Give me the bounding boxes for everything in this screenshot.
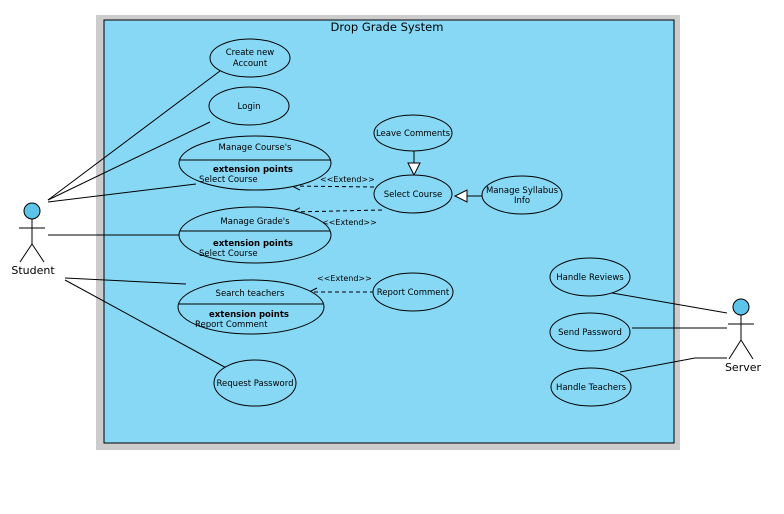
- server-right-leg: [740, 339, 754, 360]
- system-boundary: Drop Grade System: [96, 15, 680, 450]
- student-label: Student: [11, 264, 55, 277]
- use-case-login[interactable]: Login: [208, 86, 290, 126]
- student-head-icon: [23, 202, 41, 220]
- extend-label-search: <<Extend>>: [317, 274, 372, 283]
- handle-reviews-label: Handle Reviews: [556, 273, 624, 283]
- create-account-line2: Account: [233, 59, 268, 69]
- manage-courses-ext-point: Select Course: [199, 175, 258, 185]
- server-label: Server: [725, 361, 762, 374]
- leave-comments-label: Leave Comments: [376, 129, 451, 139]
- use-case-request-password[interactable]: Request Password: [213, 359, 297, 407]
- handle-teachers-label: Handle Teachers: [556, 383, 627, 393]
- request-password-label: Request Password: [217, 379, 294, 389]
- use-case-manage-syllabus[interactable]: Manage Syllabus Info: [481, 175, 563, 215]
- use-case-report-comment[interactable]: Report Comment: [372, 272, 454, 312]
- use-case-search-teachers[interactable]: Search teachers extension points Report …: [177, 279, 325, 335]
- login-label: Login: [238, 102, 261, 112]
- report-comment-label: Report Comment: [377, 288, 450, 298]
- actor-server[interactable]: Server: [725, 298, 762, 374]
- server-head-icon: [732, 298, 750, 316]
- assoc-student-login: [47, 121, 211, 201]
- create-account-line1: Create new: [226, 48, 275, 58]
- extend-arrow-select-to-grades: [292, 210, 383, 212]
- system-title: Drop Grade System: [331, 20, 444, 34]
- extend-label-courses: <<Extend>>: [320, 175, 375, 184]
- manage-grades-ext-title: extension points: [213, 239, 293, 249]
- use-case-create-account[interactable]: Create new Account: [209, 38, 291, 78]
- search-teachers-ext-point: Report Comment: [195, 320, 268, 330]
- assoc-server-handle-teachers-a: [619, 357, 696, 373]
- use-case-handle-teachers[interactable]: Handle Teachers: [550, 367, 632, 407]
- manage-courses-ext-title: extension points: [213, 165, 293, 175]
- use-case-handle-reviews[interactable]: Handle Reviews: [549, 257, 631, 297]
- extend-label-grades: <<Extend>>: [322, 218, 377, 227]
- search-teachers-ext-title: extension points: [209, 310, 289, 320]
- generalization-triangle-down: [407, 162, 421, 177]
- use-case-leave-comments[interactable]: Leave Comments: [373, 114, 453, 152]
- student-right-leg: [31, 243, 45, 263]
- manage-grades-ext-point: Select Course: [199, 249, 258, 259]
- send-password-label: Send Password: [558, 328, 622, 338]
- associations: [47, 70, 728, 373]
- manage-courses-label: Manage Course's: [219, 143, 292, 153]
- use-case-send-password[interactable]: Send Password: [549, 312, 631, 352]
- assoc-server-handle-reviews: [611, 292, 728, 314]
- use-case-manage-courses[interactable]: Manage Course's extension points Select …: [178, 135, 332, 191]
- assoc-student-search-teachers: [64, 277, 187, 285]
- assoc-student-create-account: [47, 70, 221, 201]
- select-course-label: Select Course: [384, 190, 443, 200]
- assoc-student-request-password: [64, 279, 231, 371]
- generalization-triangle-left: [453, 189, 468, 203]
- student-left-leg: [19, 243, 33, 263]
- manage-grades-label: Manage Grade's: [220, 217, 290, 227]
- use-case-select-course[interactable]: Select Course: [373, 174, 453, 214]
- generalizations: [407, 150, 482, 203]
- manage-syllabus-line2: Info: [514, 196, 530, 206]
- actor-student[interactable]: Student: [11, 202, 55, 277]
- search-teachers-label: Search teachers: [216, 289, 285, 299]
- use-case-manage-grades[interactable]: Manage Grade's extension points Select C…: [178, 206, 332, 264]
- server-left-leg: [728, 339, 742, 360]
- extend-relations: <<Extend>> <<Extend>> <<Extend>>: [292, 175, 383, 292]
- assoc-student-manage-courses: [47, 183, 197, 203]
- manage-syllabus-line1: Manage Syllabus: [486, 186, 559, 196]
